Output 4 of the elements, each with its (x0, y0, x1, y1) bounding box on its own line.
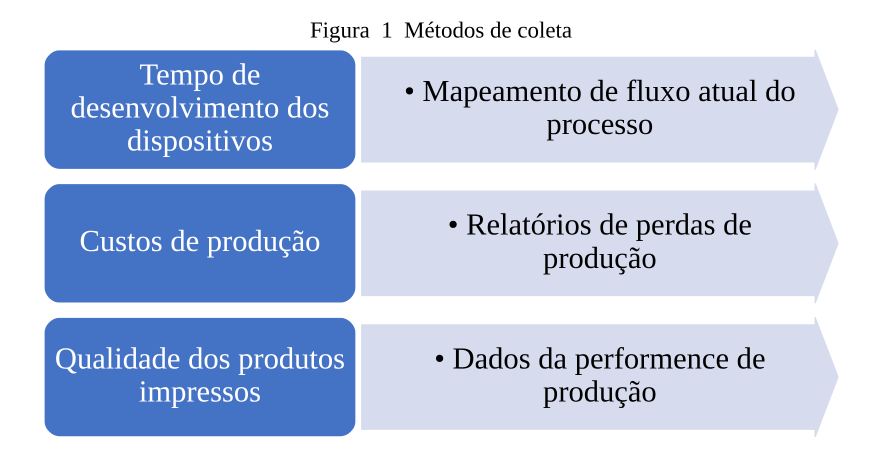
node-box: Tempo de desenvolvimento dos dispositivos (42, 48, 356, 170)
diagram-title: Figura 1 Métodos de coleta (309, 17, 572, 42)
node-box: Custos de produção (42, 182, 356, 304)
node-box: Qualidade dos produtos impressos (42, 316, 356, 438)
